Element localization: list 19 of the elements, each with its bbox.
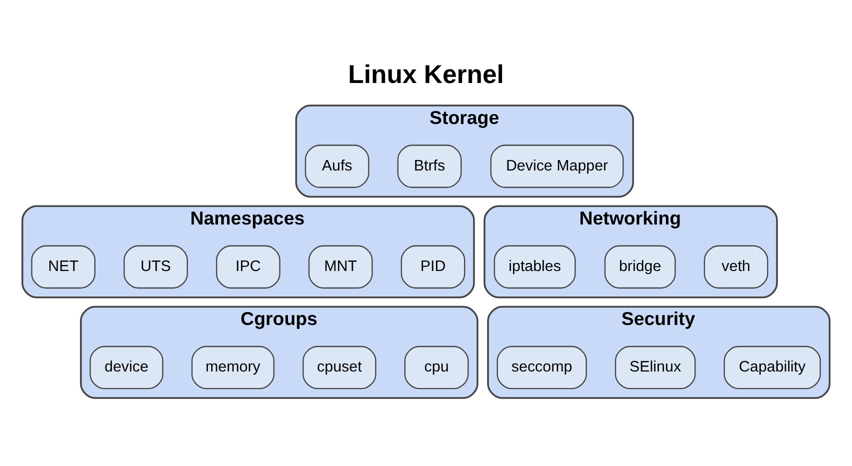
node-box: Capability — [724, 346, 821, 390]
node-box: memory — [191, 346, 274, 390]
diagram-title: Linux Kernel — [348, 60, 504, 89]
node-box: Aufs — [304, 144, 370, 188]
node-box: IPC — [216, 245, 280, 289]
node-box: cpuset — [302, 346, 376, 390]
node-box: seccomp — [496, 346, 587, 390]
node-box: MNT — [308, 245, 373, 289]
node-box: bridge — [604, 245, 676, 289]
node-box: Btrfs — [397, 144, 462, 188]
node-box: Device Mapper — [490, 144, 624, 188]
node-box: PID — [400, 245, 466, 289]
node-box: NET — [31, 245, 96, 289]
node-box: SElinux — [614, 346, 696, 390]
node-box: UTS — [124, 245, 188, 289]
node-box: veth — [704, 245, 768, 289]
node-box: device — [90, 346, 164, 390]
node-box: iptables — [494, 245, 576, 289]
node-box: cpu — [404, 346, 469, 390]
